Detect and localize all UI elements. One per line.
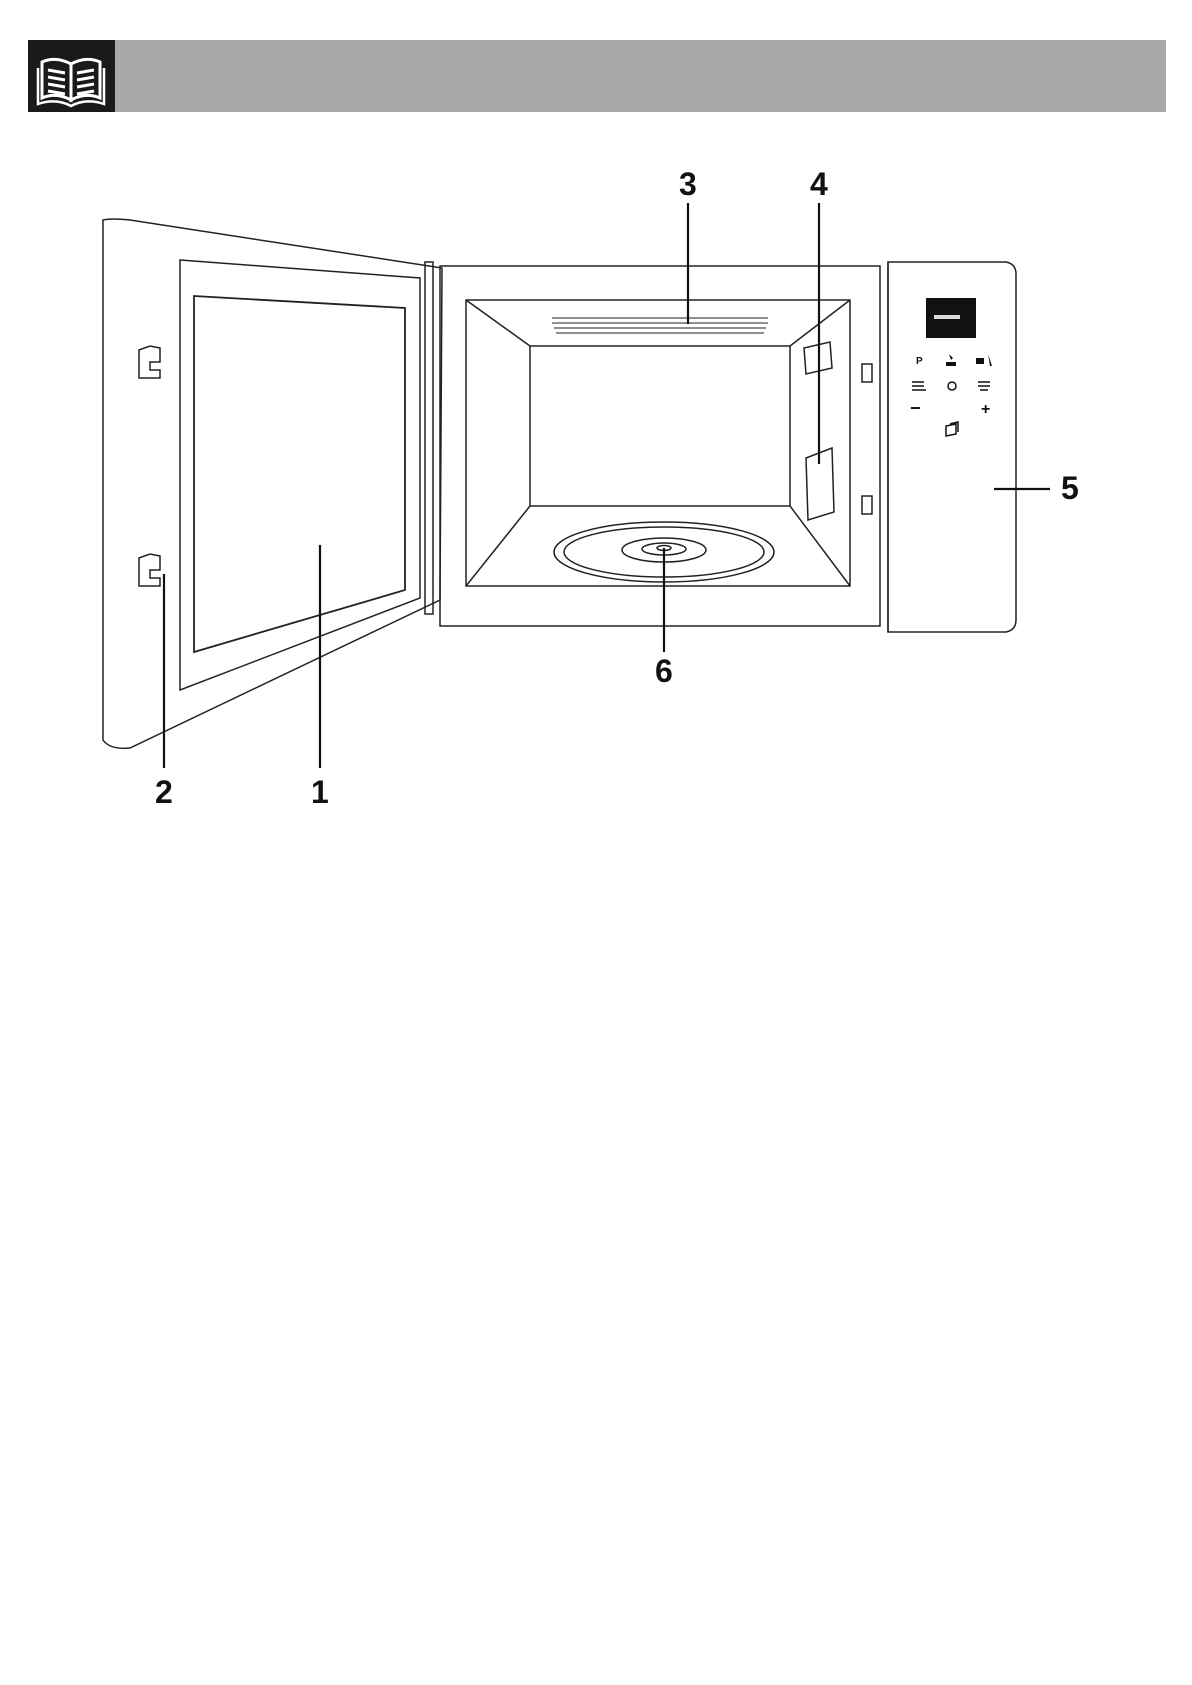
manual-book-icon-box — [28, 40, 115, 112]
callout-3: 3 — [679, 168, 697, 200]
callout-4: 4 — [810, 168, 828, 200]
brand-logo — [934, 315, 960, 319]
grill-icon[interactable] — [976, 354, 992, 366]
combi-icon[interactable] — [978, 382, 990, 390]
door — [103, 219, 442, 748]
start-stop-icon[interactable] — [946, 422, 958, 436]
callout-5: 5 — [1061, 472, 1079, 504]
open-book-icon — [28, 40, 115, 112]
plus-icon[interactable]: + — [981, 401, 990, 418]
callout-2: 2 — [155, 776, 173, 808]
oven-cavity — [440, 266, 880, 626]
door-hinges — [139, 346, 160, 586]
vent-slots — [552, 318, 768, 333]
section-header-bar — [28, 40, 1166, 112]
power-level-icon[interactable]: P — [916, 356, 923, 367]
callout-6: 6 — [655, 655, 673, 687]
callout-1: 1 — [311, 776, 329, 808]
defrost-icon[interactable] — [946, 354, 956, 366]
auto-menu-icon[interactable] — [912, 382, 926, 390]
microwave-diagram: P − + — [0, 150, 1192, 800]
minus-icon[interactable]: − — [910, 398, 921, 418]
waveguide-covers — [804, 342, 872, 520]
clock-icon[interactable] — [948, 382, 956, 390]
